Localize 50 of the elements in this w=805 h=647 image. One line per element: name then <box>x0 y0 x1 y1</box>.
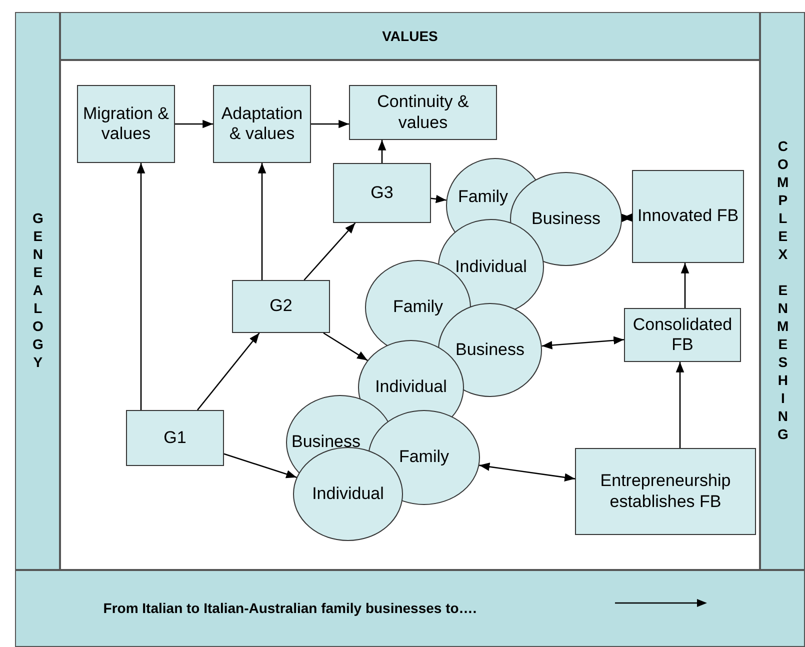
side-band <box>760 12 805 570</box>
node-label: Business <box>456 340 524 360</box>
node-label: Entrepreneurship establishes FB <box>599 471 732 512</box>
node-label: Individual <box>375 377 447 398</box>
node-label: Innovated FB <box>637 206 739 227</box>
node-label: Family <box>392 297 444 318</box>
node-label: From Italian to Italian-Australian family businesses to…. <box>103 600 477 617</box>
node-label: Business <box>532 208 600 230</box>
side-band <box>15 12 60 570</box>
node-label: Business <box>292 432 360 453</box>
arrow <box>258 163 266 280</box>
arrow <box>676 362 684 448</box>
process-box <box>232 280 330 333</box>
arrow <box>542 336 624 350</box>
node-label: Individual <box>312 484 384 504</box>
node-label: Individual <box>455 256 527 278</box>
process-box <box>77 85 175 163</box>
node-label: VALUES <box>382 28 438 44</box>
arrow <box>224 453 297 478</box>
node-label: Continuity & values <box>376 92 470 133</box>
arrow <box>323 332 368 361</box>
process-box <box>624 308 741 362</box>
node-label: COMPLEX ENMESHING <box>774 138 791 444</box>
node-label: G2 <box>270 296 292 317</box>
node-label: Migration & values <box>82 104 170 144</box>
node-label: Consolidated FB <box>632 314 734 356</box>
node-label: Adaptation & values <box>220 104 304 144</box>
arrow <box>304 222 356 280</box>
arrow <box>621 213 633 222</box>
process-box <box>126 410 224 466</box>
process-box <box>349 85 497 140</box>
process-box <box>632 170 744 263</box>
header-band <box>60 12 760 60</box>
arrow <box>680 263 690 308</box>
process-box <box>333 163 431 223</box>
node-label: G1 <box>164 428 186 448</box>
node-label: G3 <box>370 182 394 204</box>
arrow <box>378 140 386 163</box>
footer-band <box>15 570 805 647</box>
arrow <box>430 194 446 204</box>
arrow <box>197 332 260 410</box>
arrow <box>175 120 213 128</box>
arrow <box>136 163 146 410</box>
arrow <box>479 462 576 482</box>
arrow <box>311 120 349 128</box>
process-box <box>213 85 311 163</box>
node-label: GENEALOGY <box>29 210 46 372</box>
node-label: Family <box>398 447 450 468</box>
node-label: Family <box>458 187 508 208</box>
process-box <box>575 448 756 535</box>
